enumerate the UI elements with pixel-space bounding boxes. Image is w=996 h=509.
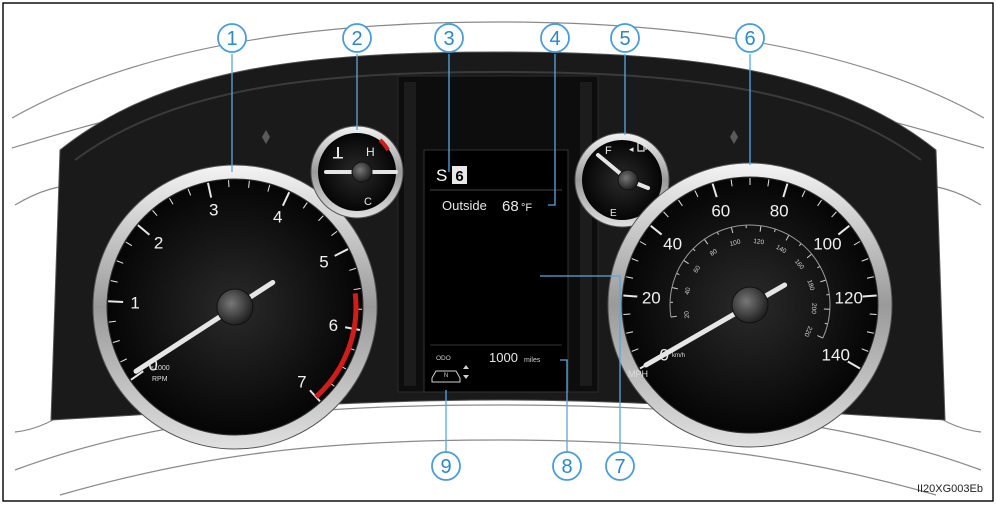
outside-temp-label: Outside [442, 198, 487, 213]
fuel-empty-mark: E [610, 208, 617, 219]
tachometer-hub [217, 289, 253, 325]
tach-label: 7 [297, 372, 306, 391]
callout-number: 1 [226, 28, 237, 50]
kmh-label: 20 [683, 310, 691, 319]
mph-label: 60 [711, 201, 730, 220]
mph-label: 80 [770, 201, 789, 220]
gear-number: 6 [455, 168, 463, 185]
fuel-hub [618, 170, 638, 190]
kmh-label: 200 [810, 303, 818, 315]
tach-label: 3 [209, 200, 218, 219]
shift-letter: N [444, 373, 448, 379]
center-panel-left-rail [404, 82, 416, 386]
tach-label: 5 [319, 252, 328, 271]
callout-number: 5 [619, 28, 630, 50]
callout-number: 9 [440, 456, 451, 478]
tach-label: 6 [329, 316, 338, 335]
speedometer-kmh-unit: km/h [672, 353, 685, 359]
center-panel-right-rail [580, 82, 592, 386]
mph-tick [623, 296, 637, 297]
odometer-unit: miles [524, 357, 541, 364]
outside-temp-value: 68 [502, 198, 519, 215]
tach-tick [108, 301, 123, 302]
tachometer-unit-multiplier: ×1000 [150, 365, 170, 372]
callout-number: 8 [561, 456, 572, 478]
speedometer-hub [732, 287, 768, 323]
odometer-value: 1000 [489, 350, 518, 365]
temp-hub [352, 162, 372, 182]
image-code: II20XG003Eb [917, 483, 983, 495]
fuel-filler-side-arrow: ◂ [629, 144, 634, 154]
engine-coolant-temperature-gauge: H C [311, 126, 403, 218]
outside-temp-unit: °F [521, 202, 532, 214]
mph-label: 140 [822, 346, 850, 365]
mph-label: 120 [835, 289, 863, 308]
callout-number: 2 [351, 28, 362, 50]
callout-number: 6 [744, 28, 755, 50]
tach-label: 4 [273, 208, 282, 227]
mph-label: 40 [663, 234, 682, 253]
temp-hot-mark: H [366, 145, 375, 159]
callout-number: 4 [549, 28, 560, 50]
mph-label: 100 [813, 234, 841, 253]
mph-tick [623, 314, 630, 315]
tachometer-unit-label: RPM [152, 376, 168, 383]
mph-tick [870, 314, 877, 315]
shift-mode-indicator: S [436, 166, 447, 185]
mph-label: 20 [642, 289, 661, 308]
tach-label: 1 [130, 294, 139, 313]
tach-label: 2 [154, 234, 163, 253]
speedometer-mph-unit: MPH [628, 369, 648, 379]
odo-label: ODO [436, 355, 451, 362]
callout-number: 3 [443, 28, 454, 50]
mph-tick [863, 296, 877, 297]
fuel-full-mark: F [605, 145, 612, 157]
callout-number: 7 [614, 456, 625, 478]
temp-cold-mark: C [364, 196, 372, 208]
